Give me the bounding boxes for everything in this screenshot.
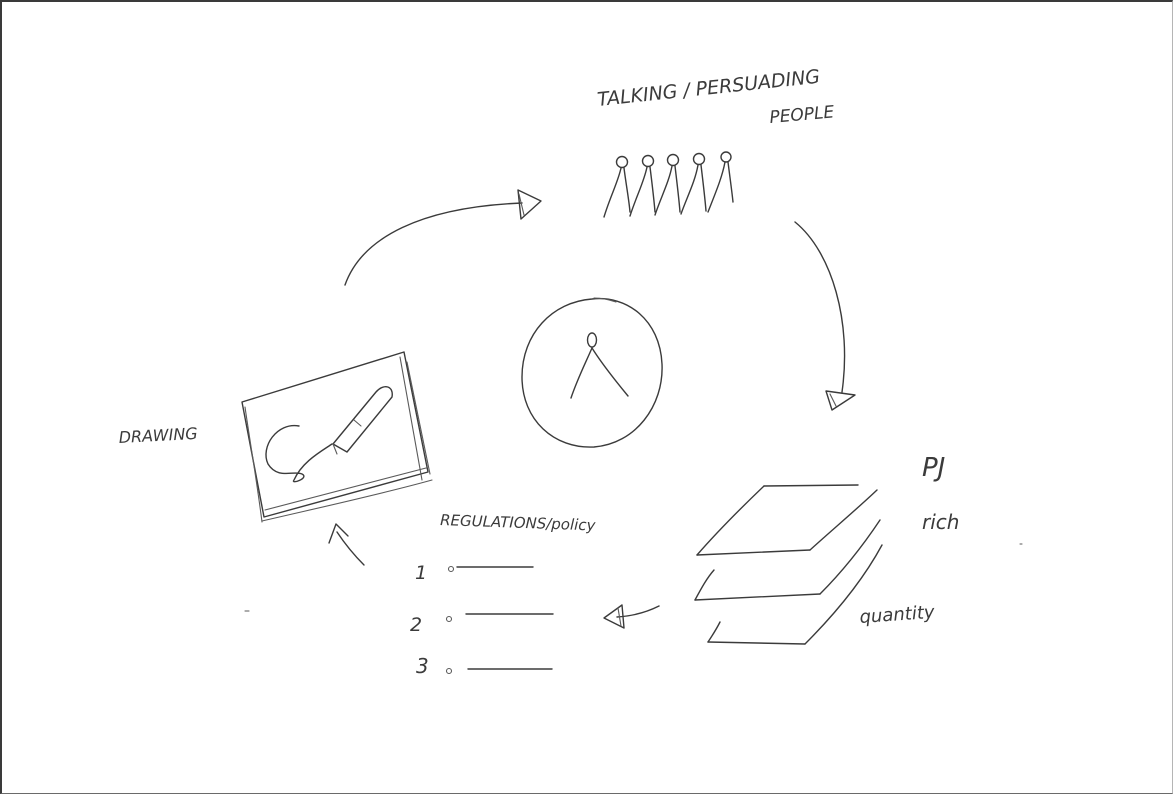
arrow-regulations-to-drawing-icon	[328, 523, 365, 566]
bullet-icon	[445, 667, 453, 675]
paper-stack-icon	[694, 484, 883, 645]
quantity-label: quantity	[859, 602, 936, 628]
list-number: 3	[416, 654, 429, 678]
bullet-icon	[445, 615, 453, 623]
drawing-label: DRAWING	[118, 424, 198, 447]
pj-label: PJ	[922, 453, 945, 483]
arrow-people-to-pj-icon	[794, 221, 856, 411]
regulations-policy-label: REGULATIONS/policy	[440, 511, 597, 534]
list-number: 2	[410, 614, 422, 636]
people-label: PEOPLE	[769, 102, 836, 128]
bullet-icon	[447, 565, 455, 573]
rich-label: rich	[922, 510, 959, 534]
people-group-icon	[603, 151, 734, 218]
arrow-pj-to-regulations-icon	[603, 604, 660, 629]
list-number: 1	[415, 562, 427, 584]
regulations-list: 1 2 3	[410, 562, 554, 678]
drawing-tablet-icon	[241, 351, 433, 523]
arrow-drawing-to-people-icon	[344, 189, 542, 286]
talking-persuading-label: TALKING / PERSUADING	[596, 66, 821, 111]
center-person-circle-icon	[521, 297, 663, 448]
